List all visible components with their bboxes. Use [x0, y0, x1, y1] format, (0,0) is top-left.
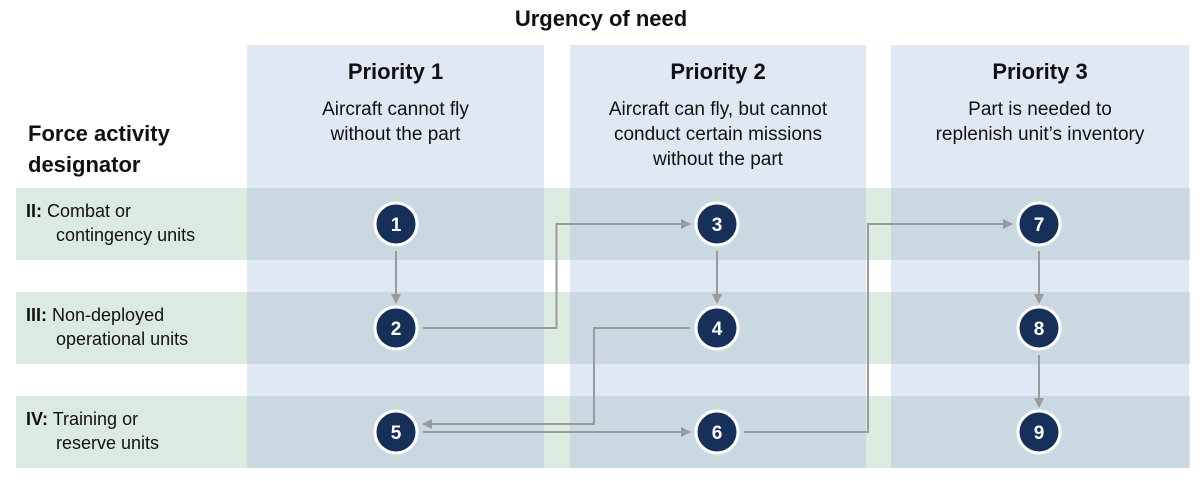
desc-line: without the part — [653, 149, 783, 170]
row-label-non-deployed: III: Non-deployed operational units — [26, 303, 188, 351]
node-circle — [373, 409, 419, 455]
row-code: IV: — [26, 409, 49, 429]
node-label: 1 — [391, 215, 402, 236]
flow-arrow-6-to-7 — [744, 219, 1013, 433]
flow-node-9: 9 — [1016, 409, 1062, 455]
row-code: II: — [26, 201, 42, 221]
node-circle — [694, 305, 740, 351]
node-label: 6 — [712, 423, 723, 444]
column-header-priority-1: Priority 1 Aircraft cannot fly without t… — [247, 45, 544, 147]
node-label: 3 — [712, 215, 723, 236]
force-activity-designator-label: Force activity designator — [28, 118, 170, 180]
column-title: Priority 3 — [992, 59, 1088, 84]
desc-line: without the part — [330, 124, 461, 145]
desc-line: replenish unit’s inventory — [935, 124, 1145, 145]
row-line2: contingency units — [56, 225, 196, 245]
flow-node-3: 3 — [694, 201, 740, 247]
row-line1: Non-deployed — [52, 305, 165, 325]
row-line2: operational units — [56, 329, 189, 349]
column-header-priority-2: Priority 2 Aircraft can fly, but cannot … — [570, 45, 866, 172]
column-header-priority-3: Priority 3 Part is needed to replenish u… — [891, 45, 1189, 147]
node-label: 5 — [391, 423, 402, 444]
axis-label-line: designator — [28, 152, 141, 177]
column-description: Part is needed to replenish unit’s inven… — [891, 97, 1189, 147]
desc-line: Aircraft can fly, but cannot — [608, 99, 828, 120]
node-label: 2 — [391, 319, 402, 340]
column-title: Priority 2 — [670, 59, 766, 84]
row-line1: Combat or — [47, 201, 132, 221]
row-label-training: IV: Training or reserve units — [26, 407, 159, 455]
desc-line: conduct certain missions — [613, 124, 823, 145]
diagram-title: Urgency of need — [514, 6, 688, 31]
column-description: Aircraft cannot fly without the part — [247, 97, 544, 147]
column-title: Priority 1 — [347, 59, 444, 84]
node-circle — [1016, 409, 1062, 455]
axis-label-line: Force activity — [28, 121, 170, 146]
node-circle — [373, 305, 419, 351]
node-circle — [1016, 305, 1062, 351]
node-label: 8 — [1034, 319, 1045, 340]
flow-node-8: 8 — [1016, 305, 1062, 351]
flow-arrow-4-to-5 — [422, 327, 690, 429]
node-circle — [1016, 201, 1062, 247]
node-label: 4 — [712, 319, 723, 340]
row-code: III: — [26, 305, 47, 325]
node-circle — [694, 201, 740, 247]
desc-line: Aircraft cannot fly — [322, 99, 469, 120]
column-description: Aircraft can fly, but cannot conduct cer… — [570, 97, 866, 172]
flow-arrow-2-to-3 — [423, 219, 691, 329]
row-line1: Training or — [52, 409, 139, 429]
node-circle — [694, 409, 740, 455]
flow-node-4: 4 — [694, 305, 740, 351]
flow-node-1: 1 — [373, 201, 419, 247]
row-label-combat: II: Combat or contingency units — [26, 199, 195, 247]
node-label: 9 — [1034, 423, 1045, 444]
flow-node-2: 2 — [373, 305, 419, 351]
flow-node-6: 6 — [694, 409, 740, 455]
flow-node-5: 5 — [373, 409, 419, 455]
node-label: 7 — [1034, 215, 1045, 236]
row-line2: reserve units — [56, 433, 160, 453]
node-circle — [373, 201, 419, 247]
flow-node-7: 7 — [1016, 201, 1062, 247]
desc-line: Part is needed to — [968, 99, 1112, 120]
